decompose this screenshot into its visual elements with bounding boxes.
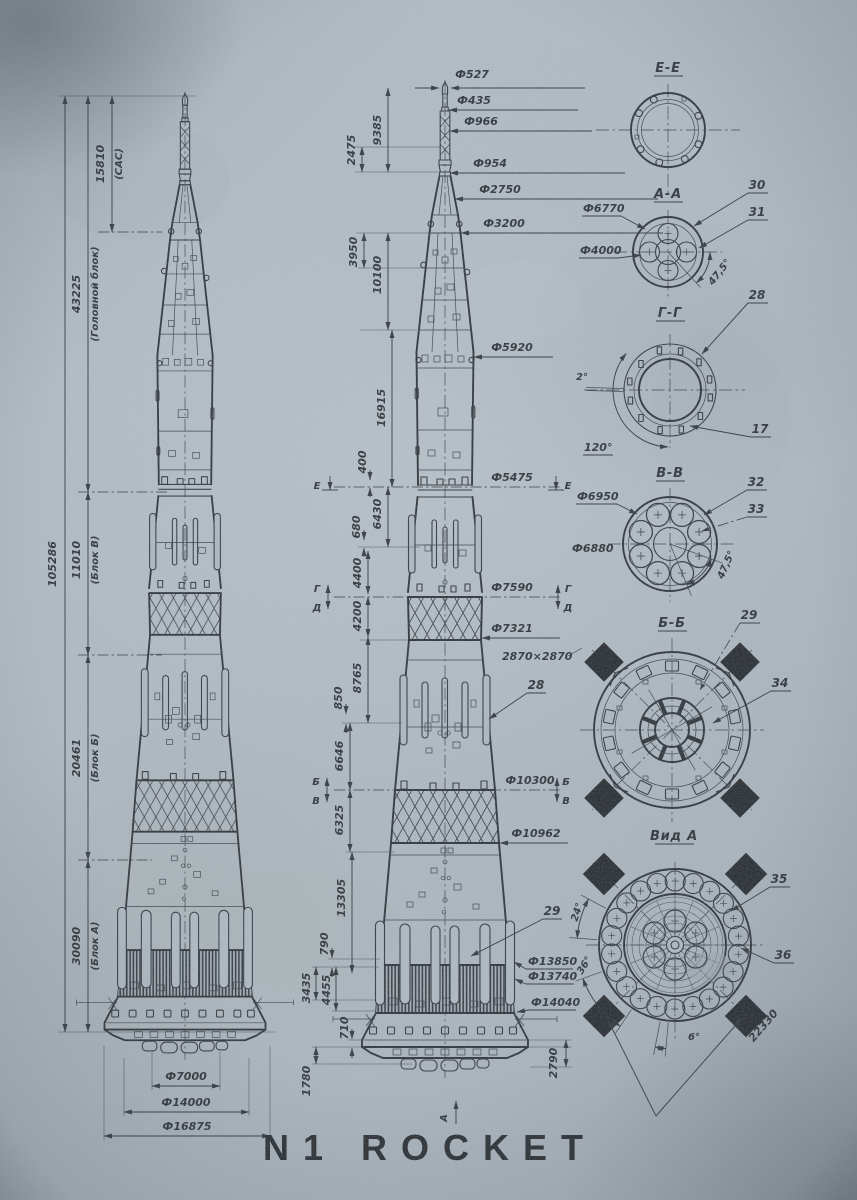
blueprint-canvas: 105286 43225 (Головной блок) 11010 (Блок… [0,0,857,1200]
vignette-overlay [0,0,857,1200]
blueprint-poster: 105286 43225 (Головной блок) 11010 (Блок… [0,0,857,1200]
